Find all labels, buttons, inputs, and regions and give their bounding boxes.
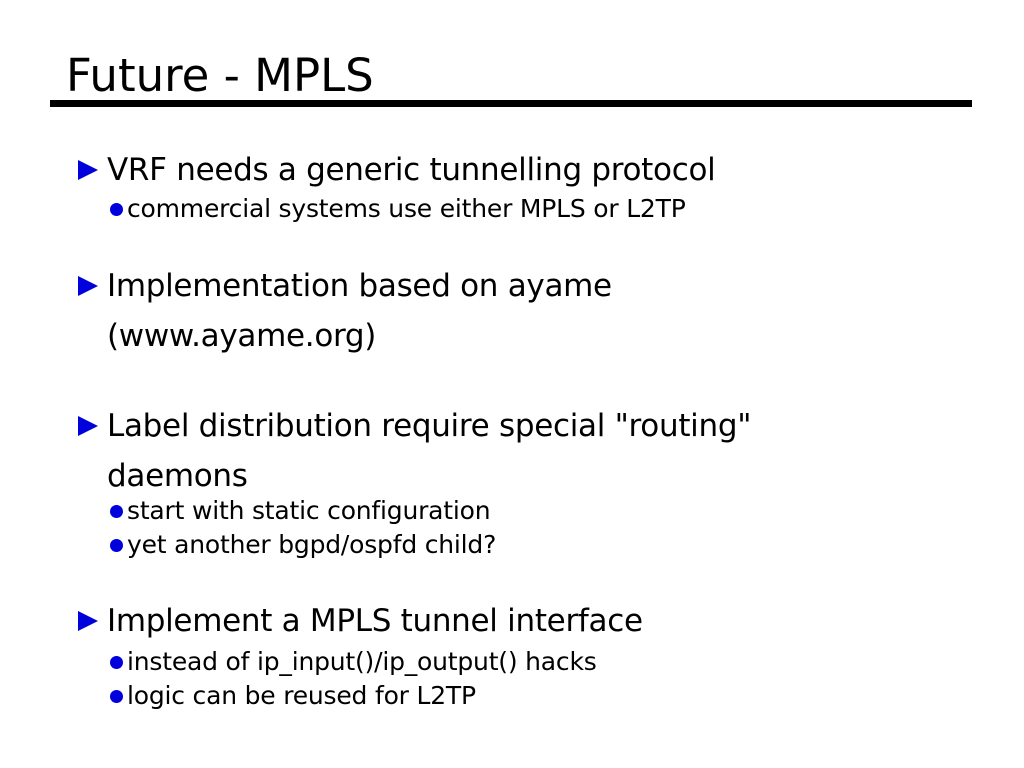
sub-bullet-text: logic can be reused for L2TP [127,681,476,710]
dot-bullet-icon [110,539,123,552]
dot-bullet-icon [110,505,123,518]
bullet-item-ayame: Implementation based on ayame (www.ayame… [78,261,612,361]
bullet-text: Implement a MPLS tunnel interface [107,603,643,639]
sub-bullet-text: instead of ip_input()/ip_output() hacks [127,647,597,676]
sub-bullet-item: instead of ip_input()/ip_output() hacks [110,645,597,679]
sub-bullet-item: yet another bgpd/ospfd child? [110,528,496,562]
dot-bullet-icon [110,656,123,669]
bullet-item-vrf: VRF needs a generic tunnelling protocol [78,145,716,195]
sub-bullet-item: commercial systems use either MPLS or L2… [110,192,686,226]
slide-title: Future - MPLS [66,49,374,102]
sub-bullet-item: start with static configuration [110,494,491,528]
sub-bullet-text: commercial systems use either MPLS or L2… [127,194,686,223]
triangle-bullet-icon [78,416,98,436]
sub-bullet-text: start with static configuration [127,496,491,525]
bullet-text: Implementation based on ayame (www.ayame… [107,268,612,354]
triangle-bullet-icon [78,160,98,180]
triangle-bullet-icon [78,611,98,631]
bullet-text: Label distribution require special "rout… [107,408,752,494]
bullet-item-label-distribution: Label distribution require special "rout… [78,401,751,501]
title-underline [50,100,972,107]
triangle-bullet-icon [78,276,98,296]
sub-bullet-item: logic can be reused for L2TP [110,679,476,713]
dot-bullet-icon [110,690,123,703]
bullet-item-tunnel-interface: Implement a MPLS tunnel interface [78,596,643,646]
dot-bullet-icon [110,203,123,216]
bullet-text: VRF needs a generic tunnelling protocol [107,152,716,188]
sub-bullet-text: yet another bgpd/ospfd child? [127,530,497,559]
